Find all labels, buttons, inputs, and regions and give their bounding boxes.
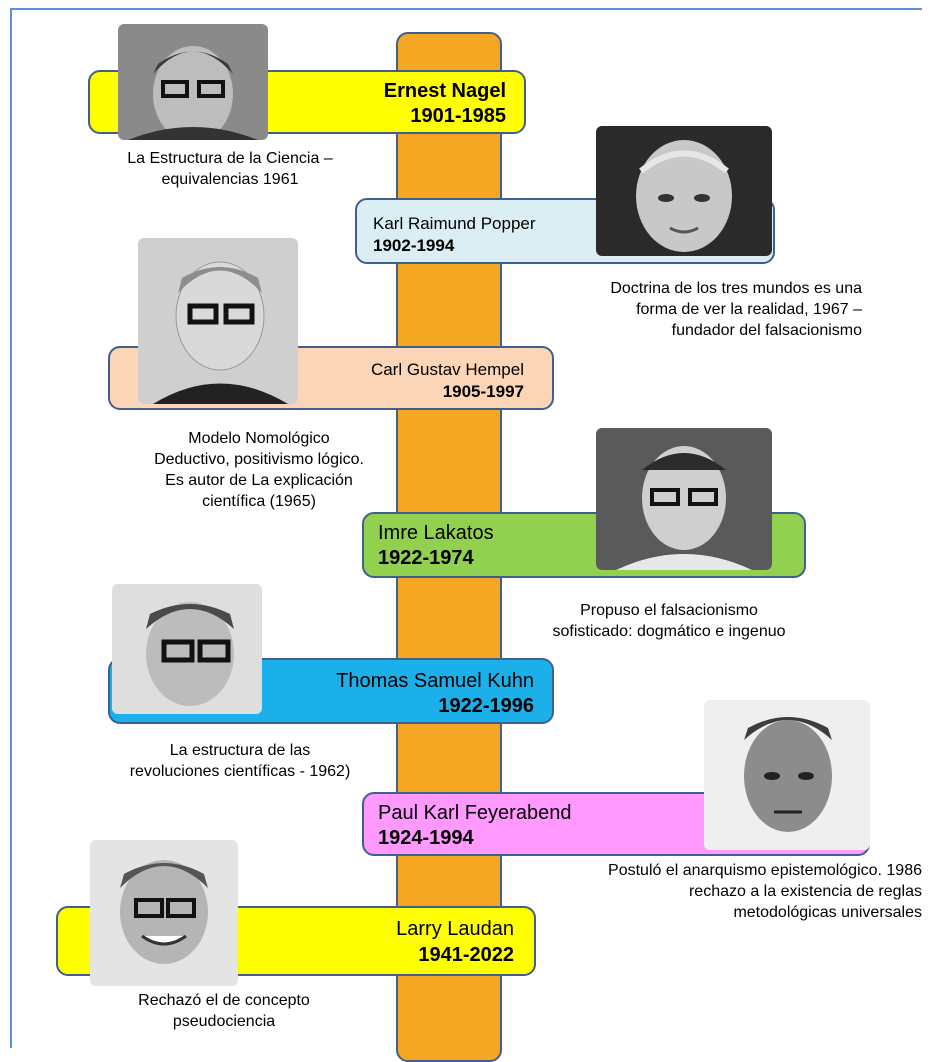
person-name: Paul Karl Feyerabend [378, 802, 572, 824]
description-line: Es autor de La explicación [165, 472, 353, 489]
description-line: fundador del falsacionismo [671, 322, 862, 339]
person-years: 1905-1997 [442, 382, 524, 401]
person-name: Imre Lakatos [378, 522, 494, 544]
portrait-ernest-nagel [118, 24, 268, 140]
description-line: pseudociencia [172, 1013, 276, 1030]
person-years: 1902-1994 [373, 236, 455, 255]
person-name: Larry Laudan [396, 918, 514, 940]
description-line: equivalencias 1961 [161, 171, 299, 188]
person-years: 1941-2022 [418, 944, 514, 966]
description-line: La Estructura de la Ciencia – [127, 150, 333, 167]
portrait-larry-laudan [90, 840, 238, 986]
description-line: Modelo Nomológico [188, 430, 330, 447]
description-thomas-kuhn: La estructura de las revoluciones cientí… [80, 740, 400, 782]
person-years: 1901-1985 [410, 105, 506, 127]
person-name: Carl Gustav Hempel [370, 360, 524, 379]
portrait-karl-popper [596, 126, 772, 256]
person-years: 1922-1996 [438, 695, 534, 717]
description-line: Rechazó el de concepto [138, 992, 310, 1009]
person-years: 1924-1994 [378, 827, 474, 849]
description-line: rechazo a la existencia de reglas [688, 883, 922, 900]
person-name: Ernest Nagel [383, 80, 506, 102]
description-paul-feyerabend: Postuló el anarquismo epistemológico. 19… [480, 860, 922, 923]
description-line: La estructura de las [169, 742, 311, 759]
description-line: revoluciones científicas - 1962) [129, 763, 351, 780]
description-karl-popper: Doctrina de los tres mundos es una forma… [480, 278, 862, 341]
portrait-imre-lakatos [596, 428, 772, 570]
person-years: 1922-1974 [378, 547, 474, 569]
person-name: Karl Raimund Popper [373, 214, 536, 233]
description-line: Doctrina de los tres mundos es una [610, 280, 862, 297]
description-line: Postuló el anarquismo epistemológico. 19… [608, 862, 922, 879]
portrait-carl-hempel [138, 238, 298, 404]
description-imre-lakatos: Propuso el falsacionismo sofisticado: do… [494, 600, 844, 642]
portrait-paul-feyerabend [704, 700, 870, 850]
portrait-thomas-kuhn [112, 584, 262, 714]
timeline-frame [10, 8, 922, 1048]
description-line: forma de ver la realidad, 1967 – [636, 301, 862, 318]
person-name: Thomas Samuel Kuhn [336, 670, 534, 692]
description-larry-laudan: Rechazó el de concepto pseudociencia [74, 990, 374, 1032]
description-line: científica (1965) [202, 493, 316, 510]
description-ernest-nagel: La Estructura de la Ciencia – equivalenc… [70, 148, 390, 190]
description-line: sofisticado: dogmático e ingenuo [552, 623, 786, 640]
description-line: metodológicas universales [733, 904, 922, 921]
description-carl-hempel: Modelo Nomológico Deductivo, positivismo… [84, 428, 434, 512]
description-line: Deductivo, positivismo lógico. [154, 451, 364, 468]
description-line: Propuso el falsacionismo [580, 602, 758, 619]
